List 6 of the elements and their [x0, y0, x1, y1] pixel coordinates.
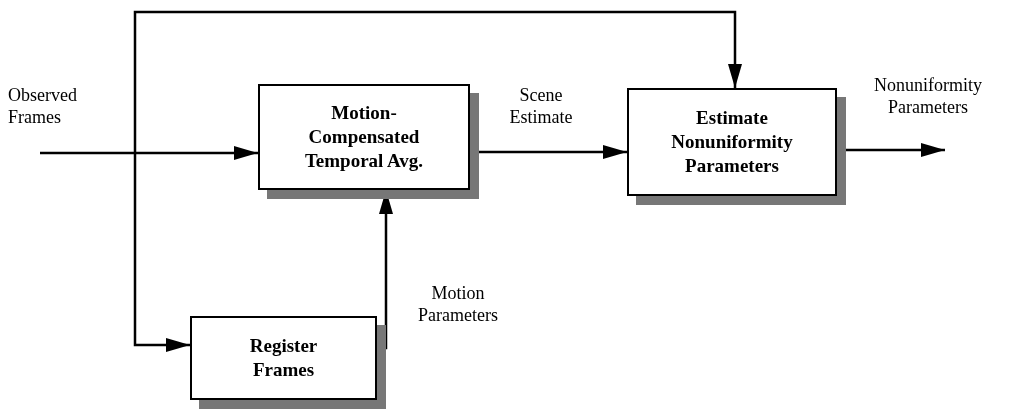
box-label: Register Frames [248, 334, 319, 382]
arrow [40, 146, 258, 160]
arrow [133, 10, 742, 153]
arrow [133, 153, 190, 352]
box-label: Estimate Nonuniformity Parameters [670, 106, 794, 178]
box-label: Motion- Compensated Temporal Avg. [303, 101, 425, 173]
